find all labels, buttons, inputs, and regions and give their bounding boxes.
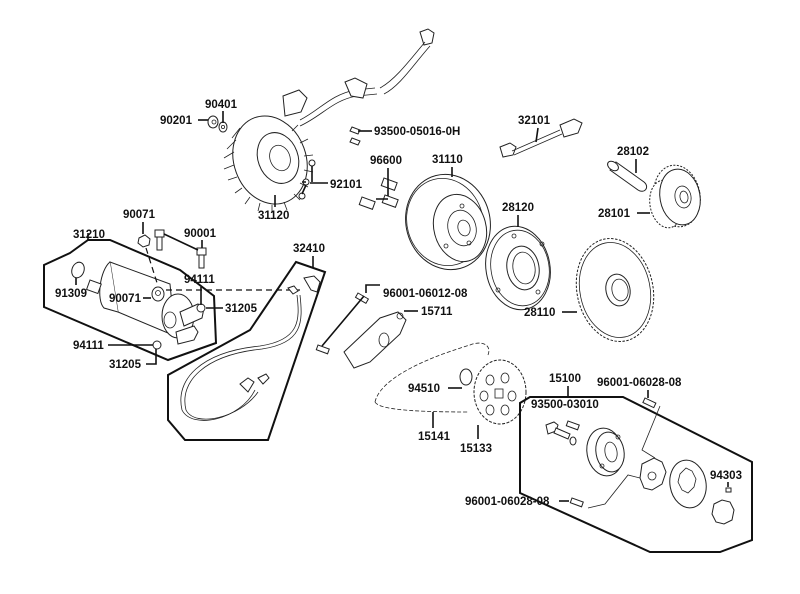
label-92101: 92101 [330, 179, 363, 191]
label-32101: 32101 [518, 115, 551, 127]
label-96001-06012-08: 96001-06012-08 [383, 288, 468, 300]
label-15133: 15133 [460, 443, 492, 455]
screws-92101[interactable] [298, 159, 316, 200]
stator-part[interactable] [221, 28, 435, 215]
label-90071-top: 90071 [123, 209, 156, 221]
starter-cable-part[interactable] [180, 275, 321, 421]
label-15141: 15141 [418, 431, 451, 443]
oil-pump-cover-plate-part[interactable] [639, 457, 667, 491]
o-ring-91309[interactable] [70, 260, 87, 279]
oil-pump-outer-rotor-part[interactable] [666, 457, 710, 511]
pin-94303[interactable] [725, 487, 732, 493]
label-31210: 31210 [73, 229, 105, 241]
chain-guide-part[interactable] [343, 311, 407, 369]
studs-96600[interactable] [358, 168, 399, 210]
label-90401: 90401 [205, 99, 238, 111]
idle-gear-shaft-part[interactable] [606, 159, 648, 192]
flywheel-part[interactable] [395, 165, 501, 279]
circlip-94510[interactable] [459, 368, 473, 386]
starter-clutch-part[interactable] [479, 221, 557, 315]
label-90201: 90201 [160, 115, 193, 127]
washer-90401[interactable] [218, 121, 228, 133]
label-31205-top: 31205 [225, 303, 258, 315]
oil-pump-body-part[interactable] [583, 425, 627, 479]
starter-motor-group-outline [43, 239, 218, 362]
starter-driven-gear-part[interactable] [567, 231, 663, 349]
oil-pump-inner-rotor-part[interactable] [711, 499, 735, 525]
pulser-coil-part[interactable] [499, 118, 583, 158]
oil-pump-shaft-part[interactable] [545, 421, 577, 446]
label-15100: 15100 [549, 373, 581, 385]
washer-94111-top[interactable] [196, 303, 206, 313]
label-93500-05016-0H: 93500-05016-0H [374, 126, 460, 138]
label-90071-mid: 90071 [109, 293, 142, 305]
nut-90071-mid[interactable] [151, 286, 165, 302]
screws-93500-05016[interactable] [349, 126, 372, 146]
label-96600: 96600 [370, 155, 402, 167]
label-93500-03010: 93500-03010 [531, 399, 599, 411]
screw-96001-06028-08-bottom[interactable] [559, 474, 641, 509]
oil-pump-chain-part[interactable] [374, 342, 490, 413]
label-94303: 94303 [710, 470, 742, 482]
screw-93500-03010[interactable] [565, 420, 580, 431]
label-90001: 90001 [184, 228, 217, 240]
washer-94111-bottom[interactable] [152, 340, 162, 350]
nut-90071-top[interactable] [137, 234, 151, 248]
oil-pump-sprocket-part[interactable] [473, 359, 527, 425]
label-94111-bottom: 94111 [73, 340, 104, 352]
label-28101: 28101 [598, 208, 631, 220]
starter-motor-part[interactable] [85, 261, 205, 345]
label-31110: 31110 [432, 154, 463, 166]
label-94510: 94510 [408, 383, 440, 395]
screw-96001-06028-08-top[interactable] [641, 390, 661, 459]
label-28102: 28102 [617, 146, 649, 158]
label-15711: 15711 [421, 306, 453, 318]
starter-cable-group-outline [167, 260, 327, 441]
label-32410: 32410 [293, 243, 325, 255]
label-31205-bottom: 31205 [109, 359, 142, 371]
idle-gear-part[interactable] [646, 161, 705, 230]
label-91309: 91309 [55, 288, 87, 300]
label-28120: 28120 [502, 202, 534, 214]
label-96001-06028-08-top: 96001-06028-08 [597, 377, 682, 389]
oil-pump-group-outline [519, 396, 753, 553]
label-96001-06028-08-bottom: 96001-06028-08 [465, 496, 550, 508]
nut-90201[interactable] [207, 115, 219, 129]
bolts-96001-06012-08[interactable] [315, 284, 380, 355]
label-31120: 31120 [258, 210, 289, 222]
label-28110: 28110 [524, 307, 555, 319]
label-94111-top: 94111 [184, 274, 215, 286]
